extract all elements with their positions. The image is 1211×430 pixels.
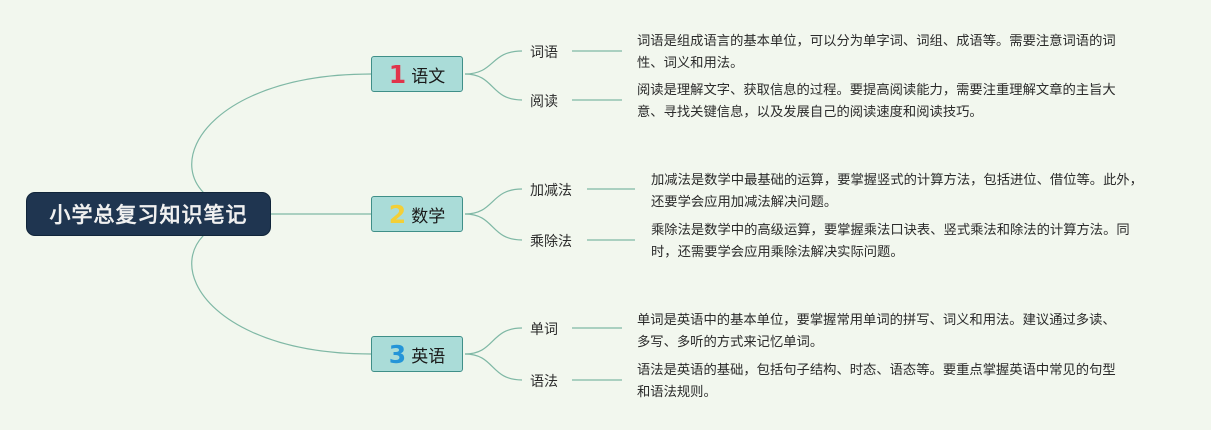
root-node[interactable]: 小学总复习知识笔记	[26, 192, 271, 236]
note-yuedu: 阅读是理解文字、获取信息的过程。要提高阅读能力，需要注重理解文章的主旨大意、寻找…	[637, 83, 1116, 120]
subject-label: 英语	[411, 346, 446, 367]
connector-yuwen-ciyu	[464, 50, 523, 75]
note-yufa: 语法是英语的基础，包括句子结构、时态、语态等。要重点掌握英语中常见的句型和语法规…	[637, 363, 1116, 400]
topic-yuedu[interactable]: 阅读	[530, 94, 558, 110]
subject-label: 语文	[411, 66, 446, 87]
connector-yingyu-danci	[464, 327, 523, 355]
topic-ciyu[interactable]: 词语	[530, 45, 558, 61]
root-title: 小学总复习知识笔记	[49, 203, 248, 227]
connector-yuwen-yuedu	[464, 73, 523, 101]
note-jiajianfa: 加减法是数学中最基础的运算，要掌握竖式的计算方法，包括进位、借位等。此外，还要学…	[651, 173, 1143, 210]
note-chengchufa: 乘除法是数学中的高级运算，要掌握乘法口诀表、竖式乘法和除法的计算方法。同时，还需…	[651, 223, 1130, 260]
subject-node-shuxue[interactable]: 2 数学	[371, 196, 463, 232]
topic-danci[interactable]: 单词	[530, 322, 558, 338]
connector-shuxue-jiajian	[464, 188, 523, 215]
subject-node-yingyu[interactable]: 3 英语	[371, 336, 463, 372]
subject-label: 数学	[411, 206, 446, 227]
note-danci: 单词是英语中的基本单位，要掌握常用单词的拼写、词义和用法。建议通过多读、多写、多…	[637, 313, 1116, 350]
number-badge: 3	[388, 339, 407, 369]
connector-shuxue-chengchu	[464, 213, 523, 241]
number-badge: 1	[388, 59, 407, 89]
number-badge: 2	[388, 199, 407, 229]
note-ciyu: 词语是组成语言的基本单位，可以分为单字词、词组、成语等。需要注意词语的词性、词义…	[637, 34, 1116, 71]
connector-yingyu-yufa	[464, 353, 523, 381]
subject-node-yuwen[interactable]: 1 语文	[371, 56, 463, 92]
topic-jiajianfa[interactable]: 加减法	[530, 183, 572, 199]
topic-chengchufa[interactable]: 乘除法	[530, 234, 572, 250]
topic-yufa[interactable]: 语法	[530, 374, 558, 390]
